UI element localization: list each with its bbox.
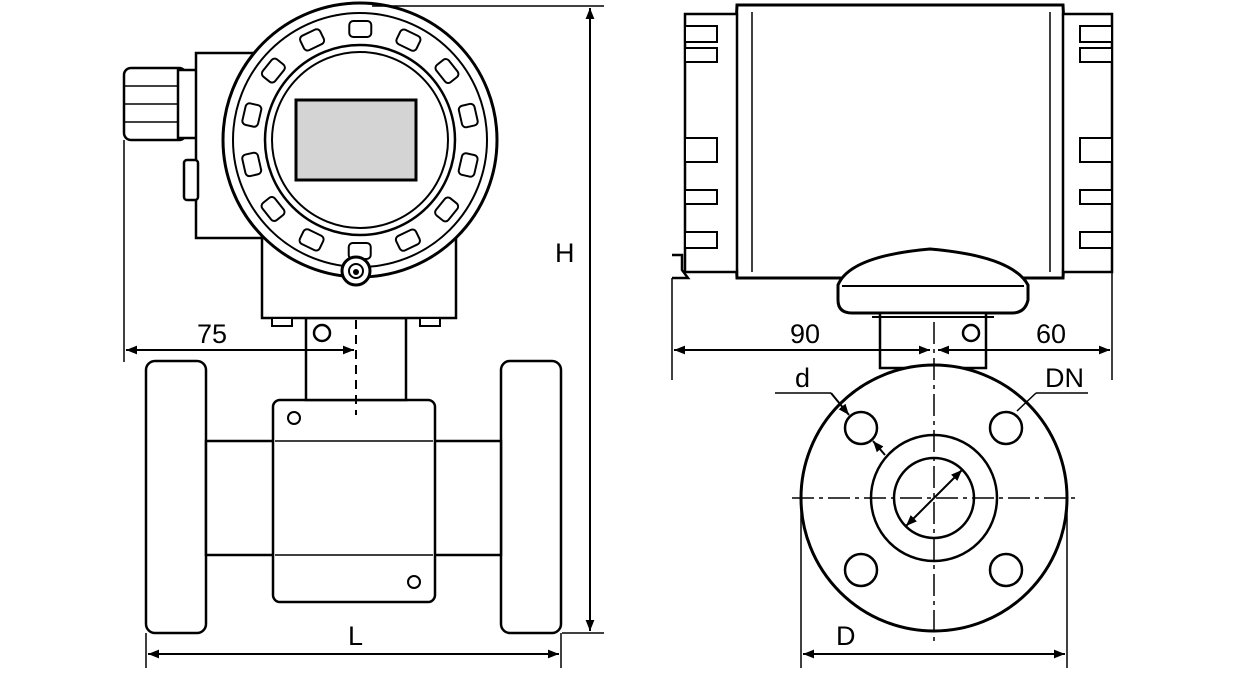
vent-hole-icon [312, 323, 332, 343]
housing-dome [836, 247, 1030, 315]
flange-diameter-label: D [836, 621, 856, 651]
housing-rib [348, 19, 373, 39]
bolt-hole-icon [843, 410, 879, 446]
side-view-dimensions: H L 75 [123, 5, 604, 668]
housing-rib [241, 151, 263, 178]
height-label: H [555, 238, 575, 268]
sensor-housing [271, 398, 437, 604]
left-flange [144, 359, 208, 635]
length-label: L [348, 621, 363, 651]
bolt-hole-icon [843, 552, 879, 588]
housing-rib [299, 28, 326, 52]
right-flange [499, 359, 563, 635]
nominal-diameter-label: DN [1045, 363, 1084, 393]
housing-rib [394, 228, 421, 252]
front-view-dimensions: 90 60 d DN D [671, 272, 1113, 668]
housing-rib [260, 57, 286, 84]
housing-rib [241, 102, 263, 128]
bolt-hole-label: d [795, 363, 810, 393]
bolt-hole-icon [988, 410, 1024, 446]
housing-rib [457, 152, 479, 178]
housing-rib [434, 58, 460, 84]
housing-rib [260, 196, 286, 222]
housing-rib [395, 28, 422, 52]
housing-body [732, 3, 1068, 280]
display-window [294, 98, 418, 182]
housing-rib [298, 228, 325, 252]
front-view [672, 3, 1114, 642]
housing-ribs [241, 19, 479, 261]
vent-hole-icon [961, 323, 981, 343]
bolt-hole-icon [988, 552, 1024, 588]
offset-left-label: 75 [197, 319, 227, 349]
side-view [122, 1, 563, 635]
screw-icon [287, 411, 301, 425]
housing-rib [434, 196, 460, 223]
offset-right-b-label: 60 [1036, 319, 1066, 349]
offset-right-a-label: 90 [790, 319, 820, 349]
housing-rib [457, 102, 479, 129]
housing-ribs-left [683, 12, 739, 274]
housing-ribs-right [1061, 12, 1114, 274]
screw-icon [407, 575, 421, 589]
